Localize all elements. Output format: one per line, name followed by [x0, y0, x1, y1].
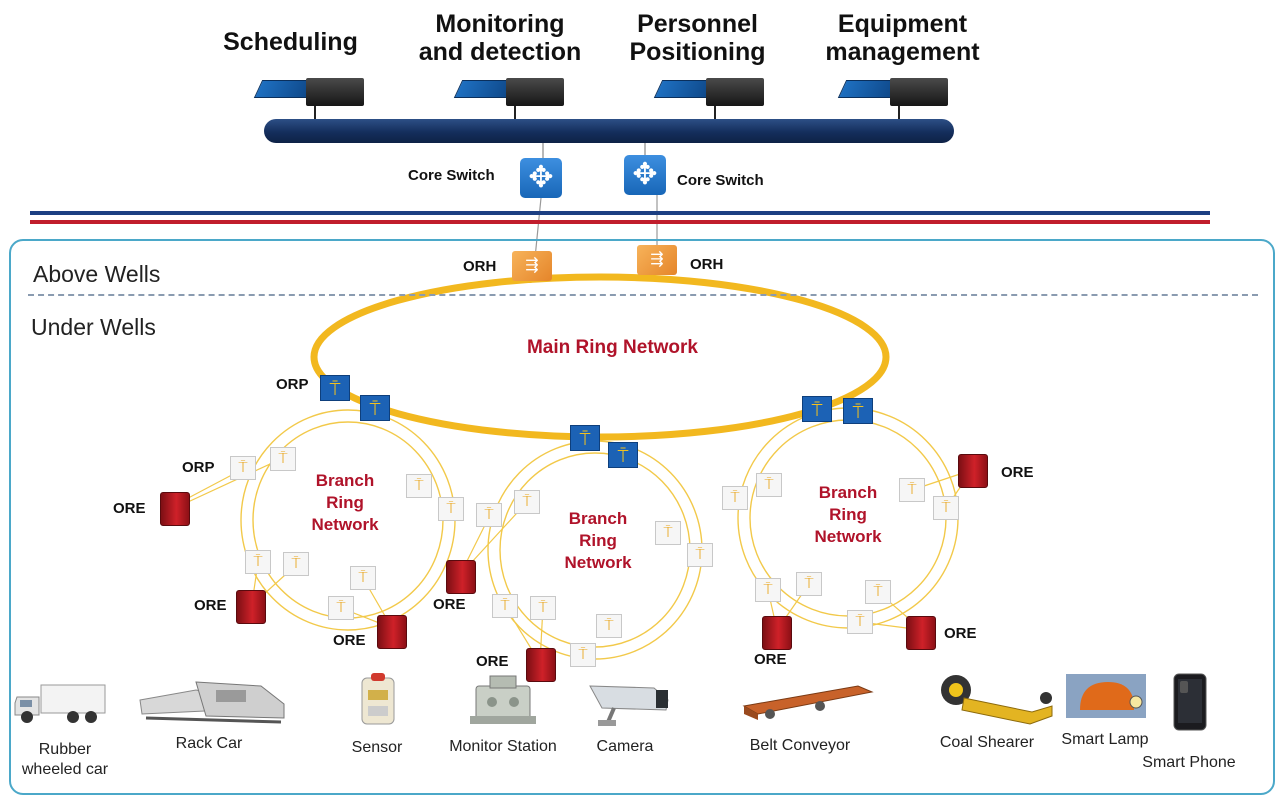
ore-device — [236, 590, 266, 624]
core-switch-left-label: Core Switch — [408, 167, 495, 184]
monitor-station-icon — [470, 675, 536, 724]
sensor-icon — [361, 673, 395, 725]
branch-node: ⍑ — [756, 473, 782, 497]
orh-right-label: ORH — [690, 256, 724, 273]
device-label-rack-car: Rack Car — [175, 735, 243, 752]
branch-node: ⍑ — [530, 596, 556, 620]
branch-node: ⍑ — [476, 503, 502, 527]
branch-node: ⍑ — [328, 596, 354, 620]
branch-node: ⍑ — [899, 478, 925, 502]
ore-device — [377, 615, 407, 649]
branch-node: ⍑ — [514, 490, 540, 514]
branch-node: ⍑ — [865, 580, 891, 604]
branch-node: ⍑ — [230, 456, 256, 480]
branch-node: ⍑ — [438, 497, 464, 521]
branch-node: ⍑ — [270, 447, 296, 471]
device-label-sensor: Sensor — [351, 739, 403, 756]
orp-main-6: ⍑ — [843, 398, 873, 424]
orh-left-icon: ⇶ — [512, 251, 552, 281]
ore-device — [446, 560, 476, 594]
ore-device — [906, 616, 936, 650]
core-switch-right-label: Core Switch — [677, 172, 764, 189]
region-under-wells: Under Wells — [31, 314, 156, 340]
network-bus — [264, 119, 954, 143]
branch-node: ⍑ — [596, 614, 622, 638]
ground-level-divider — [28, 294, 1258, 296]
region-above-wells: Above Wells — [33, 261, 161, 287]
system-title-monitoring: Monitoring and detection — [418, 10, 582, 66]
ore-label: ORE — [754, 651, 787, 668]
underground-frame — [9, 239, 1275, 795]
device-label-belt-conveyor: Belt Conveyor — [749, 737, 851, 754]
core-switch-right-icon: ✥ — [624, 155, 666, 195]
main-ring-label: Main Ring Network — [526, 337, 698, 358]
coal-shearer-icon — [941, 675, 1053, 725]
server-scheduling — [253, 74, 376, 120]
core-switch-left-icon: ✥ — [520, 158, 562, 198]
orp-main-1: ⍑ — [320, 375, 350, 401]
branch-node: ⍑ — [283, 552, 309, 576]
system-title-scheduling: Scheduling — [223, 28, 358, 56]
ore-label: ORE — [194, 597, 227, 614]
system-title-personnel: Personnel Positioning — [629, 10, 766, 66]
server-monitoring — [453, 74, 576, 120]
ore-label: ORE — [113, 500, 146, 517]
branch-node: ⍑ — [847, 610, 873, 634]
ore-device — [160, 492, 190, 526]
branch-node: ⍑ — [722, 486, 748, 510]
server-personnel — [653, 74, 776, 120]
server-equipment — [837, 74, 960, 120]
device-label-smart-phone: Smart Phone — [1142, 754, 1236, 771]
branch-node: ⍑ — [933, 496, 959, 520]
belt-conveyor-icon — [742, 685, 874, 720]
orp-main-4: ⍑ — [608, 442, 638, 468]
ore-device — [762, 616, 792, 650]
orp-branch-label: ORP — [182, 459, 215, 476]
ore-label: ORE — [944, 625, 977, 642]
device-label-monitor-station: Monitor Station — [449, 738, 557, 755]
device-label-coal-shearer: Coal Shearer — [939, 734, 1035, 751]
ore-label: ORE — [333, 632, 366, 649]
smart-lamp-icon — [1066, 674, 1146, 718]
orp-main-3: ⍑ — [570, 425, 600, 451]
branch-ring-left-label: Branch Ring Network — [311, 471, 379, 534]
ore-device — [526, 648, 556, 682]
branch-node: ⍑ — [796, 572, 822, 596]
branch-ring-right-label: Branch Ring Network — [814, 483, 882, 546]
orp-main-5: ⍑ — [802, 396, 832, 422]
ore-label: ORE — [433, 596, 466, 613]
orh-right-icon: ⇶ — [637, 245, 677, 275]
truck-icon — [14, 684, 106, 723]
branch-node: ⍑ — [655, 521, 681, 545]
branch-ring-middle-label: Branch Ring Network — [564, 509, 632, 572]
orp-main-2: ⍑ — [360, 395, 390, 421]
branch-node: ⍑ — [570, 643, 596, 667]
branch-node: ⍑ — [755, 578, 781, 602]
device-label-smart-lamp: Smart Lamp — [1061, 731, 1149, 748]
branch-node: ⍑ — [245, 550, 271, 574]
branch-node: ⍑ — [492, 594, 518, 618]
smart-phone-icon — [1173, 673, 1207, 731]
rack-car-icon — [139, 681, 285, 724]
orh-left-label: ORH — [463, 258, 497, 275]
branch-node: ⍑ — [687, 543, 713, 567]
branch-node: ⍑ — [406, 474, 432, 498]
device-label-camera: Camera — [596, 738, 654, 755]
ore-label: ORE — [476, 653, 509, 670]
ore-label: ORE — [1001, 464, 1034, 481]
camera-icon — [589, 685, 669, 726]
orp-main-label: ORP — [276, 376, 309, 393]
branch-node: ⍑ — [350, 566, 376, 590]
ore-device — [958, 454, 988, 488]
system-title-equipment: Equipment management — [825, 10, 980, 66]
device-label-rubber-car: Rubber wheeled car — [21, 741, 109, 778]
